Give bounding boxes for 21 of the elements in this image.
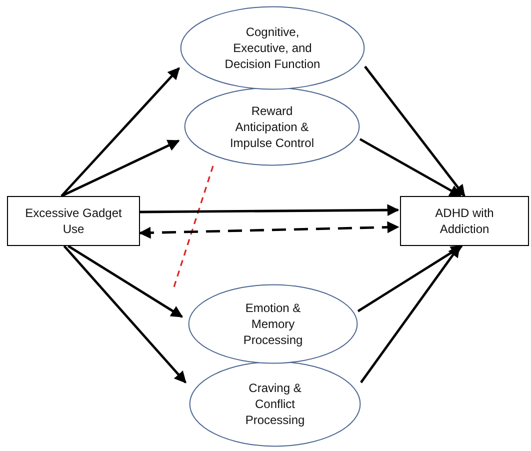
process-box [400,196,529,246]
node-label: ADHD with Addiction [434,205,495,237]
arrow [63,245,186,384]
arrow [68,244,184,318]
node-label: Excessive Gadget Use [24,205,123,237]
arrow [140,204,400,216]
node-label: Reward Anticipation & Impulse Control [228,102,316,150]
process-ellipse [180,6,365,90]
process-ellipse [189,361,361,447]
arrow [364,66,466,197]
arrow [357,244,463,312]
arrow [138,221,400,239]
process-ellipse [188,284,358,364]
process-ellipse [184,87,360,166]
node-label: Craving & Conflict Processing [244,380,306,428]
node-label: Cognitive, Executive, and Decision Function [224,24,322,72]
process-box [7,196,140,246]
arrow [359,138,462,198]
arrow [60,67,180,197]
arrow [61,140,180,198]
node-label: Emotion & Memory Processing [242,300,304,348]
